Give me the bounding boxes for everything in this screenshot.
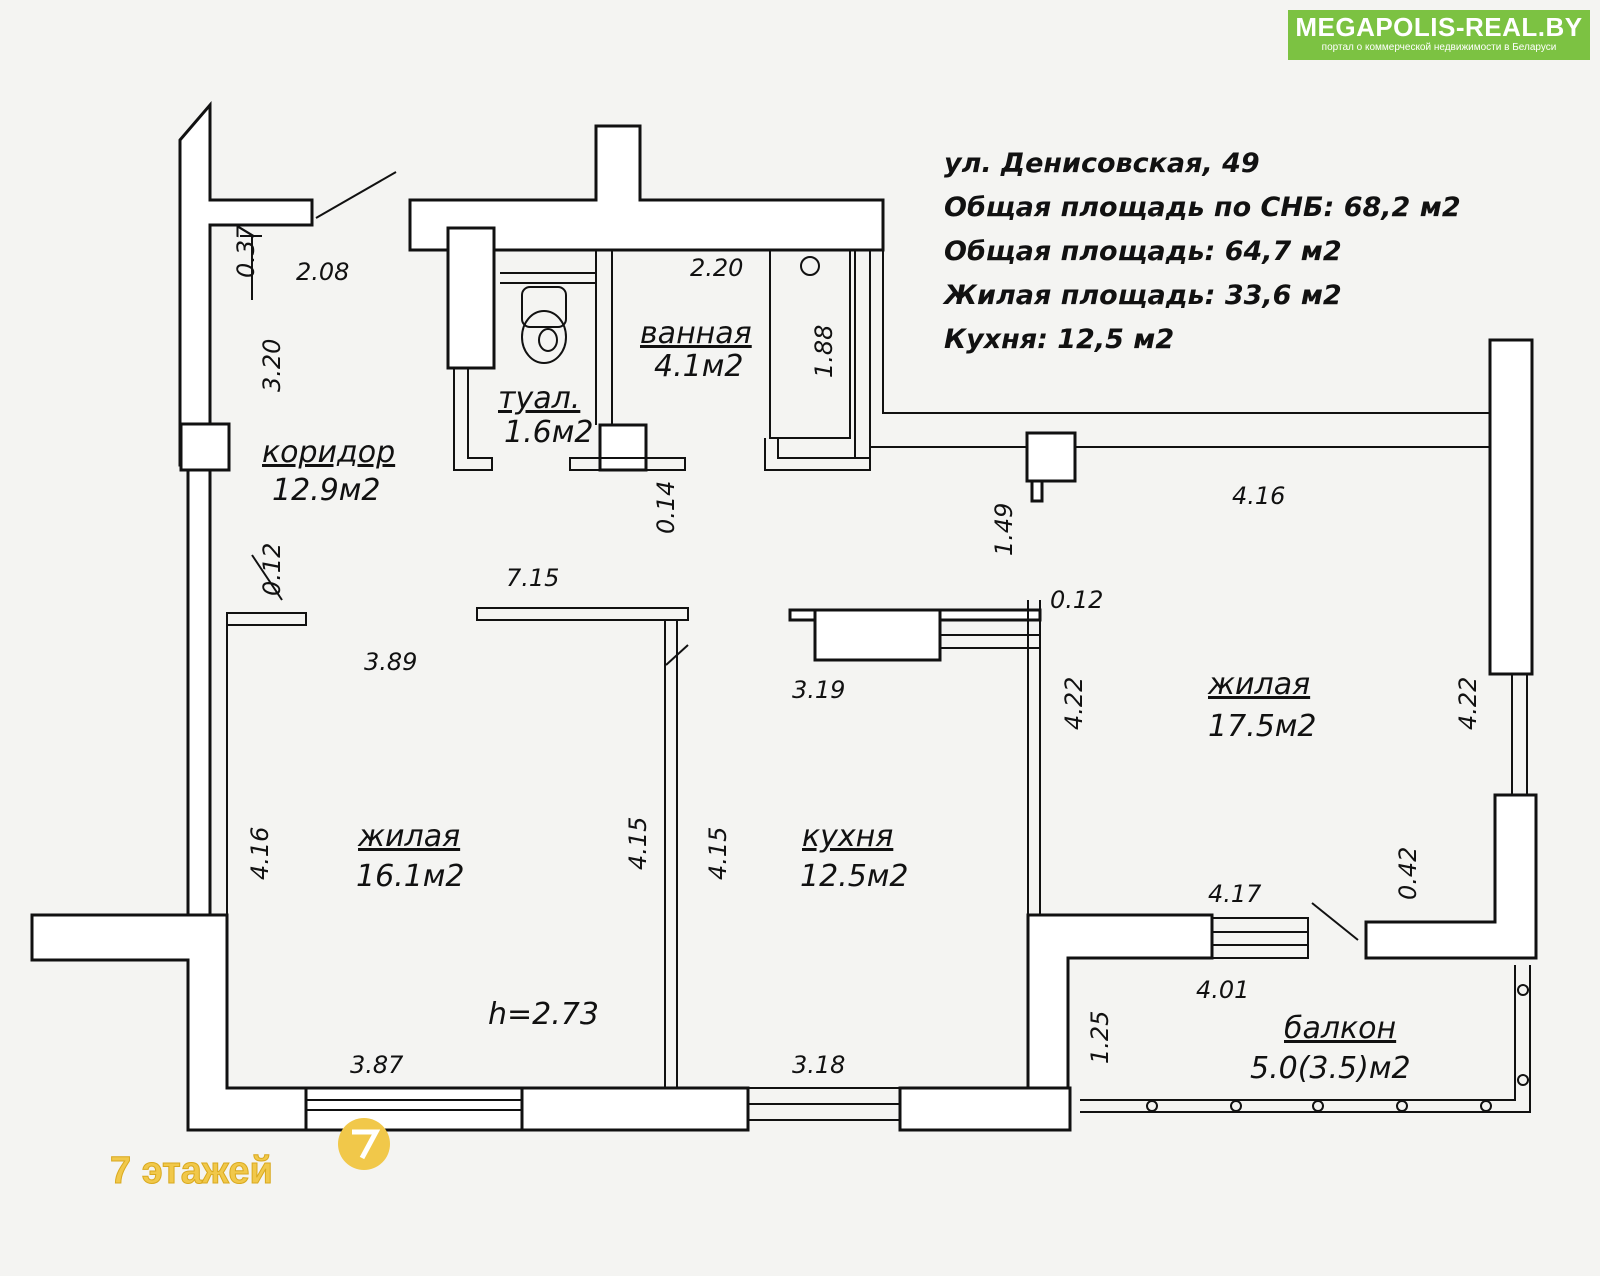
toilet-bowl — [538, 328, 558, 352]
dimension: 0.12 — [258, 543, 286, 596]
dimension: 4.16 — [1232, 482, 1285, 510]
wall — [1488, 338, 1534, 676]
rail-post — [1396, 1100, 1408, 1112]
dimension: 3.20 — [258, 339, 286, 392]
wall — [453, 368, 493, 471]
info-total: Общая площадь: 64,7 м2 — [944, 236, 1342, 267]
dimension: 2.20 — [690, 254, 743, 282]
site-logo[interactable]: MEGAPOLIS-REAL.BY портал о коммерческой … — [1288, 10, 1590, 60]
bathtub-drain — [800, 256, 820, 276]
dimension: 0.37 — [232, 224, 260, 278]
dimension: 4.22 — [1060, 677, 1088, 730]
wall — [898, 1086, 1072, 1132]
dimension: 3.19 — [792, 676, 845, 704]
room-corridor-name: коридор — [262, 435, 395, 470]
column — [1030, 479, 1044, 503]
wall — [408, 124, 885, 252]
bathtub — [769, 249, 851, 439]
wall — [251, 554, 283, 601]
dimension: 3.89 — [364, 648, 417, 676]
dimension: 7.15 — [506, 564, 559, 592]
toilet-bowl — [521, 310, 567, 364]
door-swing — [1311, 902, 1359, 941]
info-living: Жилая площадь: 33,6 м2 — [944, 280, 1342, 311]
balcony-rail — [1080, 965, 1531, 1113]
dimension: 1.49 — [990, 503, 1018, 556]
room-bath-area: 4.1м2 — [654, 349, 743, 384]
ceiling-height: h=2.73 — [488, 997, 599, 1032]
dimension: 1.25 — [1086, 1011, 1114, 1064]
dimension: 4.15 — [624, 817, 652, 870]
floors-badge-icon — [338, 1118, 390, 1170]
wall — [226, 612, 307, 626]
info-kitchen: Кухня: 12,5 м2 — [944, 324, 1175, 355]
door-swing — [315, 171, 397, 219]
rail-post — [1312, 1100, 1324, 1112]
room-toilet-name: туал. — [498, 381, 580, 416]
rail-post — [1480, 1100, 1492, 1112]
window — [1211, 917, 1309, 959]
dimension: 3.87 — [350, 1051, 404, 1079]
room-bath-name: ванная — [640, 316, 752, 351]
column — [1025, 431, 1077, 483]
rail-post — [1517, 984, 1529, 996]
room-living2-name: жилая — [1207, 667, 1310, 702]
dimension: 2.08 — [296, 258, 349, 286]
room-kitchen-area: 12.5м2 — [800, 859, 909, 894]
logo-subtitle: портал о коммерческой недвижимости в Бел… — [1321, 42, 1557, 53]
wall — [30, 913, 308, 1132]
dimension: 4.17 — [1208, 880, 1262, 908]
toilet-fixture — [521, 286, 567, 328]
dimension: 1.88 — [810, 325, 838, 378]
room-kitchen-name: кухня — [802, 819, 893, 854]
column — [813, 608, 942, 662]
floors-label: 7 этажей — [110, 1150, 274, 1193]
rail-post — [1230, 1100, 1242, 1112]
room-balcony-area: 5.0(3.5)м2 — [1250, 1051, 1411, 1086]
column — [179, 422, 231, 472]
door-swing — [665, 644, 689, 666]
wall — [520, 1086, 750, 1132]
dimension: 4.01 — [1196, 976, 1249, 1004]
dimension: 4.15 — [704, 827, 732, 880]
dimension: 0.14 — [652, 481, 680, 534]
logo-title: MEGAPOLIS-REAL.BY — [1295, 12, 1583, 42]
info-address: ул. Денисовская, 49 — [944, 148, 1260, 179]
balcony-rail — [1080, 965, 1516, 1101]
dimension: 0.12 — [1050, 586, 1103, 614]
wall — [1364, 793, 1538, 960]
room-living1-name: жилая — [357, 819, 460, 854]
room-living1-area: 16.1м2 — [356, 859, 465, 894]
apartment-info: ул. Денисовская, 49 Общая площадь по СНБ… — [944, 142, 1461, 362]
dimension: 0.42 — [1394, 847, 1422, 900]
column — [598, 423, 648, 472]
rail-post — [1517, 1074, 1529, 1086]
dimension: 4.22 — [1454, 677, 1482, 730]
dimension: 3.18 — [792, 1051, 845, 1079]
shaft — [446, 226, 496, 370]
info-total-snb: Общая площадь по СНБ: 68,2 м2 — [944, 192, 1461, 223]
wall — [569, 457, 686, 471]
wall — [1026, 913, 1214, 1090]
rail-post — [1146, 1100, 1158, 1112]
dimension: 4.16 — [246, 827, 274, 880]
wall — [476, 607, 689, 621]
room-corridor-area: 12.9м2 — [272, 473, 381, 508]
room-toilet-area: 1.6м2 — [504, 415, 593, 450]
room-living2-area: 17.5м2 — [1208, 709, 1317, 744]
room-balcony-name: балкон — [1284, 1011, 1396, 1046]
